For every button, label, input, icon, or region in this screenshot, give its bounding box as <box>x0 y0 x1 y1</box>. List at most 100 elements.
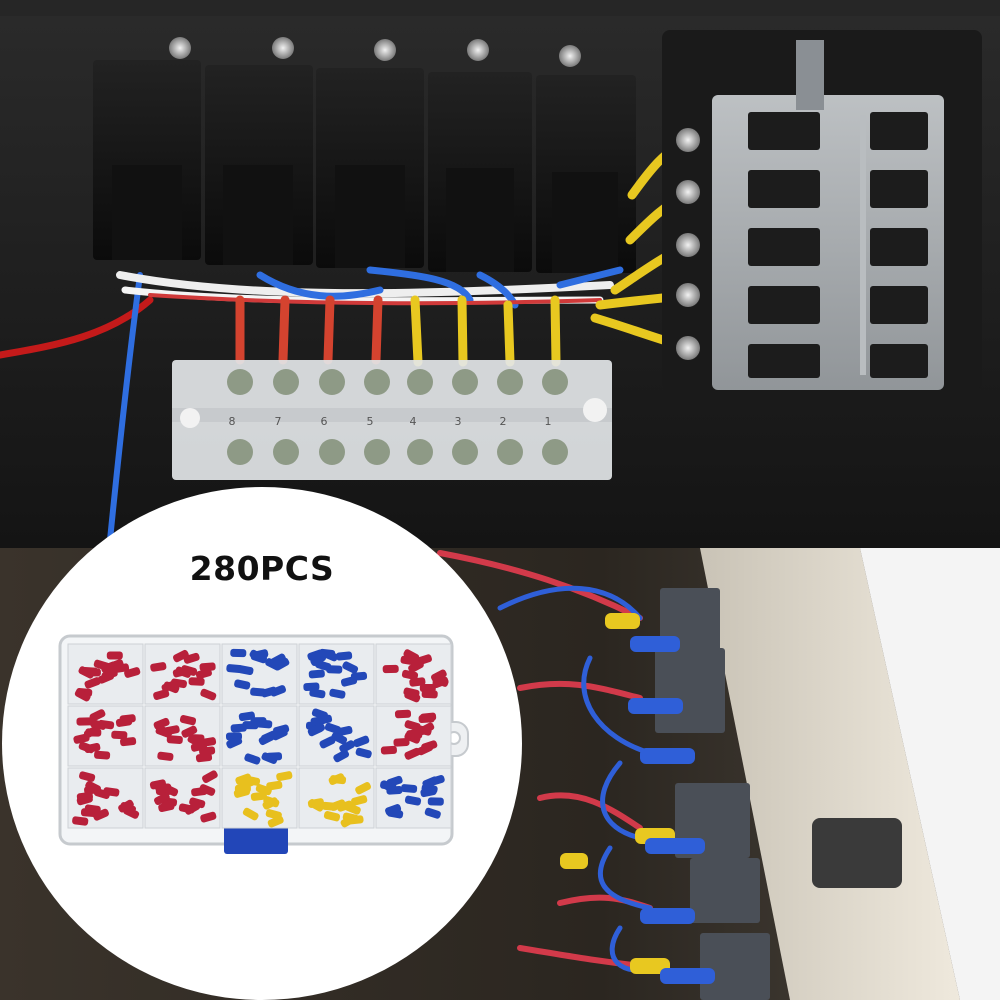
terminal-connector <box>158 801 175 813</box>
terminal-connector <box>418 722 435 735</box>
terminal-connector <box>150 662 167 672</box>
terminal-connector <box>179 715 197 726</box>
terminal-connector <box>419 684 436 692</box>
terminal-connector <box>85 780 102 794</box>
terminal-connector <box>73 733 90 744</box>
terminal-connector <box>199 784 216 796</box>
terminal-connector <box>250 791 267 801</box>
terminal-connector <box>326 665 343 674</box>
screw-icon <box>676 128 700 152</box>
relay <box>316 39 424 268</box>
bolt-icon <box>374 39 396 61</box>
terminal-connector <box>163 681 180 694</box>
terminal-connector <box>273 657 290 671</box>
terminal-connector <box>408 660 424 673</box>
terminal-connector <box>226 664 243 674</box>
screw-icon <box>676 180 700 204</box>
terminal-connector <box>328 773 345 785</box>
terminal-connector <box>120 737 137 747</box>
terminal-connector <box>329 688 346 699</box>
terminal-connector <box>111 730 128 740</box>
terminal-connector <box>93 808 109 821</box>
terminal-connector <box>84 677 101 689</box>
terminal-connector <box>353 735 370 748</box>
terminal-connector <box>262 797 279 810</box>
terminal-connector <box>401 784 418 793</box>
terminal-connector <box>200 688 217 701</box>
terminal-connector <box>166 735 183 744</box>
terminal-connector <box>403 687 420 698</box>
terminal-connector <box>303 682 320 692</box>
terminal-connector <box>331 732 348 745</box>
terminal-connector <box>76 794 93 806</box>
screw-icon <box>676 283 700 307</box>
terminal-connector <box>242 807 259 821</box>
terminal-connector <box>336 651 353 661</box>
terminal-position-label: 6 <box>321 415 328 428</box>
terminal-connector <box>202 770 218 783</box>
terminal-connector <box>333 749 350 763</box>
terminal-position-label: 5 <box>367 415 374 428</box>
relay <box>93 37 201 260</box>
terminal-connector <box>94 750 111 760</box>
terminal-position-label: 3 <box>455 415 462 428</box>
terminal-connector <box>350 671 368 681</box>
terminal-connector <box>267 815 284 828</box>
bracket <box>812 818 902 888</box>
terminal-connector <box>195 752 213 763</box>
terminal-connector <box>309 688 326 699</box>
terminal-connector <box>382 664 399 674</box>
terminal-connector <box>153 717 170 730</box>
terminal-connector <box>98 719 115 730</box>
terminal-connector <box>321 801 338 811</box>
terminal-position-label: 8 <box>229 415 236 428</box>
terminal-connector <box>401 669 419 680</box>
terminal-connector <box>417 743 434 756</box>
bolt-icon <box>272 37 294 59</box>
fuse-box <box>662 30 982 390</box>
terminal-connector <box>103 787 120 797</box>
terminal-connector <box>324 722 341 734</box>
terminal-connector <box>270 653 286 667</box>
terminal-connector <box>323 811 341 822</box>
terminal-connector <box>420 787 437 798</box>
terminal-connector <box>230 723 247 733</box>
terminal-connector <box>424 807 441 819</box>
terminal-connector <box>355 782 372 795</box>
terminal-connector <box>422 776 439 789</box>
terminal-connector <box>118 799 134 813</box>
terminal-position-label: 1 <box>545 415 552 428</box>
terminal-connector <box>172 649 189 663</box>
bolt-icon <box>467 39 489 61</box>
terminal-connector <box>432 676 449 689</box>
terminal-connector <box>339 740 355 753</box>
bolt-icon <box>559 45 581 67</box>
terminal-connector <box>234 784 251 793</box>
terminal-connector <box>406 730 423 739</box>
connector-terminals <box>560 613 715 984</box>
terminal-connector <box>427 797 444 806</box>
relay-fuse-panel-photo: 8 7 6 5 4 3 2 1 <box>0 0 1000 548</box>
wire-harness <box>0 135 695 543</box>
terminal-connector <box>200 811 217 823</box>
terminal-connector <box>154 792 170 806</box>
screw-icon <box>676 336 700 360</box>
terminal-connector <box>404 795 422 806</box>
terminal-block: 8 7 6 5 4 3 2 1 <box>172 360 612 480</box>
terminal-connector <box>319 648 336 658</box>
terminal-connector <box>261 730 277 743</box>
terminal-connector <box>261 752 278 765</box>
terminal-connector <box>74 688 91 702</box>
terminal-connector <box>404 720 421 732</box>
relay-row <box>93 37 636 273</box>
terminal-connector <box>79 771 96 782</box>
terminal-connector <box>188 677 205 686</box>
terminal-position-label: 2 <box>500 415 507 428</box>
compartment-grid <box>67 643 452 829</box>
terminal-connector <box>251 650 268 660</box>
terminal-connector <box>181 725 198 738</box>
terminal-connector <box>230 648 247 658</box>
box-latch <box>224 824 288 854</box>
terminal-connector <box>199 662 216 672</box>
terminal-connector <box>106 651 123 660</box>
